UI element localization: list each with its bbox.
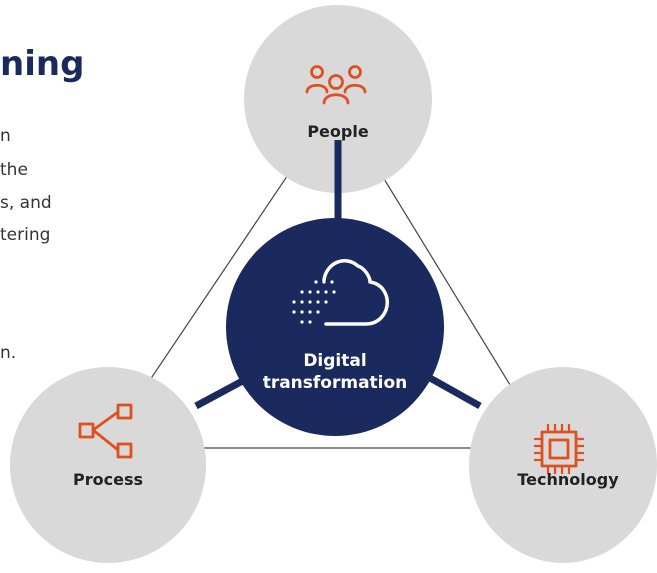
center-label-line-2: transformation bbox=[262, 373, 408, 393]
center-label: Digital transformation bbox=[240, 350, 430, 394]
page-heading: ning bbox=[0, 44, 85, 84]
text-fragment: the bbox=[0, 160, 28, 180]
node-label-process: Process bbox=[73, 470, 143, 489]
text-fragment: s, and bbox=[0, 193, 52, 213]
text-fragment: tering bbox=[0, 225, 51, 245]
center-label-line-1: Digital bbox=[303, 351, 367, 371]
text-fragment: n. bbox=[0, 343, 17, 363]
node-label-people: People bbox=[307, 122, 369, 141]
node-label-technology: Technology bbox=[517, 470, 619, 489]
text-fragment: n bbox=[0, 126, 11, 146]
node-process bbox=[10, 367, 206, 563]
